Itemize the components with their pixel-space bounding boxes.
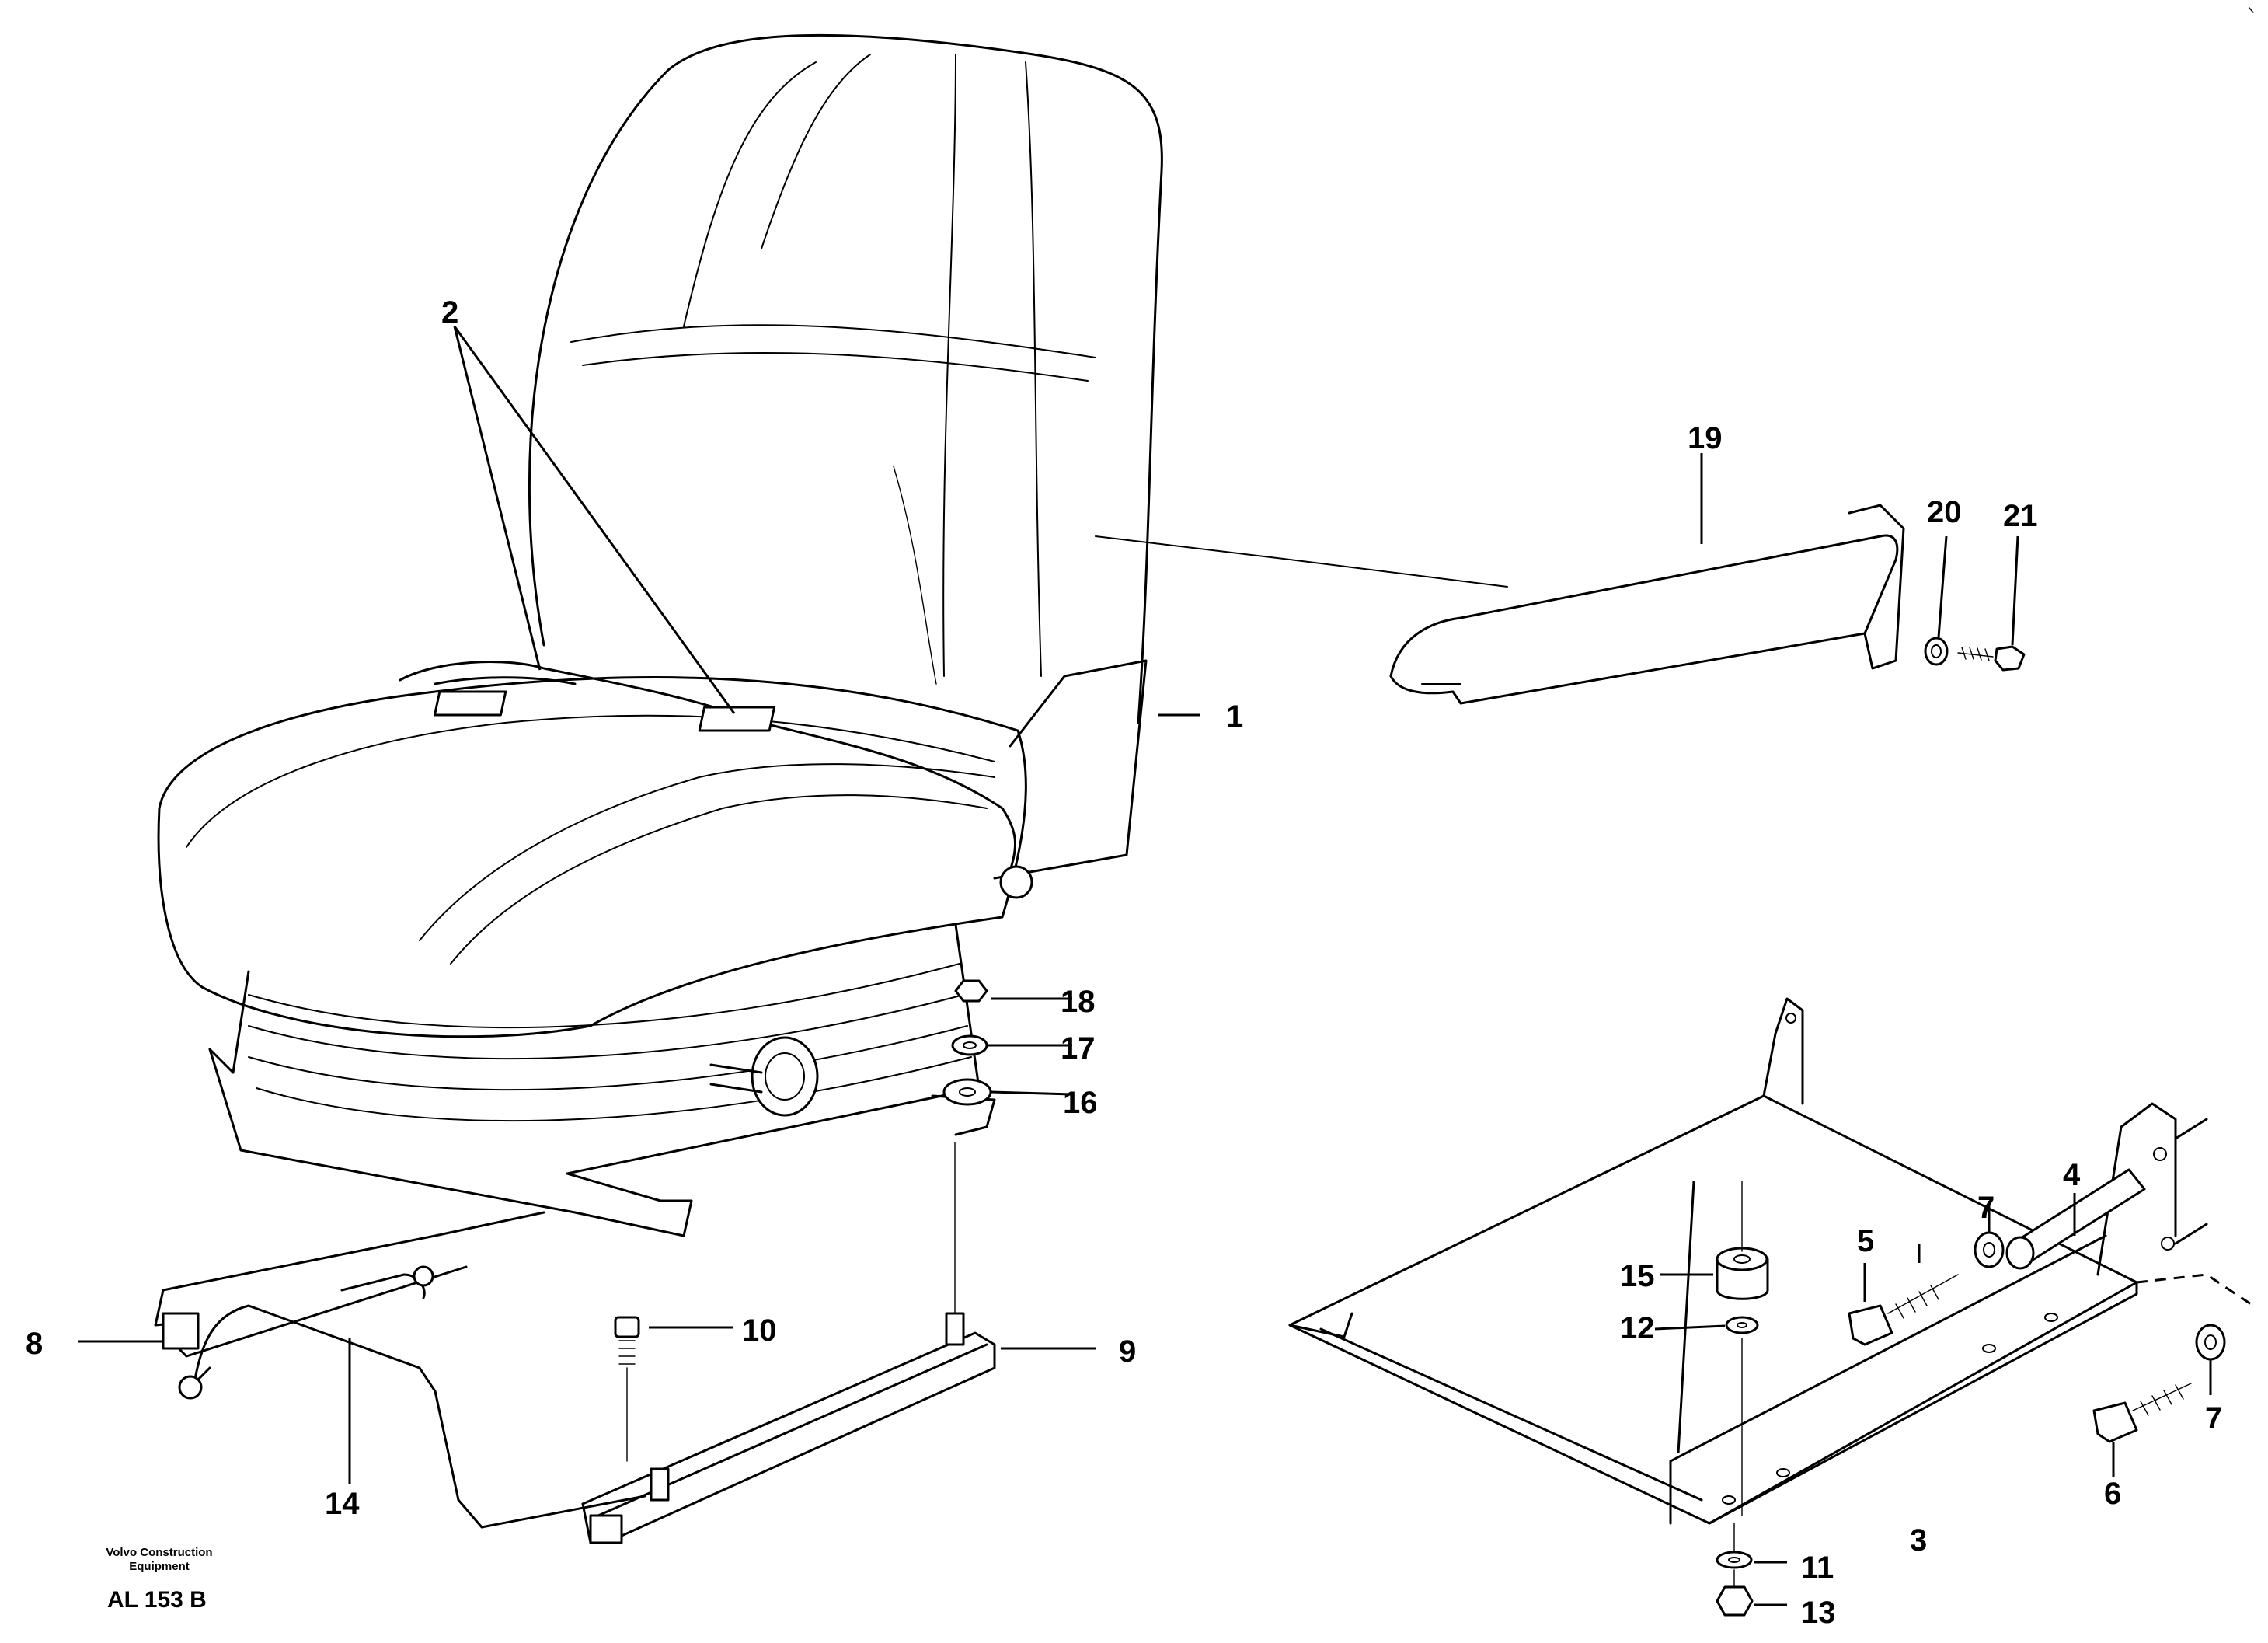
callout-12: 12 bbox=[1620, 1311, 1655, 1345]
drawing-code: AL 153 B bbox=[107, 1587, 207, 1613]
callout-8: 8 bbox=[26, 1327, 43, 1361]
brand-line-2: Equipment bbox=[129, 1560, 190, 1573]
callout-17: 17 bbox=[1061, 1031, 1096, 1066]
brand-line-1: Volvo Construction bbox=[106, 1546, 212, 1559]
callout-19: 19 bbox=[1688, 421, 1723, 455]
seat-console bbox=[942, 979, 2254, 1617]
callout-9: 9 bbox=[1119, 1334, 1136, 1369]
slide-rails bbox=[154, 1142, 996, 1544]
callout-14: 14 bbox=[325, 1487, 360, 1521]
callout-18: 18 bbox=[1061, 985, 1096, 1019]
callout-16: 16 bbox=[1063, 1086, 1098, 1120]
callout-labels: 1 2 3 4 5 6 7 7 8 9 10 11 12 13 14 15 16… bbox=[26, 295, 2222, 1630]
callout-20: 20 bbox=[1927, 495, 1962, 529]
callout-21: 21 bbox=[2003, 499, 2038, 533]
armrest bbox=[1095, 504, 2026, 705]
callout-11: 11 bbox=[1801, 1551, 1834, 1585]
callout-7-lower: 7 bbox=[2205, 1401, 2222, 1435]
callout-15: 15 bbox=[1620, 1259, 1655, 1293]
callout-5: 5 bbox=[1857, 1224, 1874, 1258]
callout-4: 4 bbox=[2063, 1158, 2081, 1192]
seat-assembly bbox=[157, 33, 1163, 1237]
corner-mark bbox=[2249, 7, 2254, 13]
callout-3: 3 bbox=[1910, 1523, 1927, 1558]
callout-13: 13 bbox=[1801, 1596, 1836, 1630]
callout-1: 1 bbox=[1226, 699, 1243, 734]
callout-2: 2 bbox=[441, 295, 458, 330]
drawing-info: Volvo Construction Equipment AL 153 B bbox=[106, 1546, 212, 1613]
callout-7-upper: 7 bbox=[1977, 1191, 1995, 1225]
leader-lines bbox=[78, 326, 2212, 1606]
callout-6: 6 bbox=[2104, 1477, 2121, 1511]
callout-10: 10 bbox=[742, 1313, 777, 1348]
